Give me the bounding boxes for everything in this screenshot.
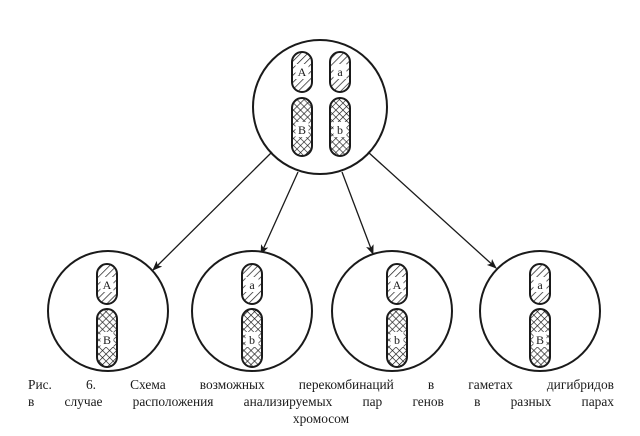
- parent-cell-outline: [252, 39, 388, 175]
- parent-cell: A a B b: [252, 39, 388, 175]
- arrow-to-gamete-4: [367, 151, 497, 269]
- chromosome-large-2: b: [329, 97, 351, 157]
- arrows: [152, 151, 497, 271]
- chromosome-small-2: a: [329, 51, 351, 93]
- chromosome-large: b: [241, 308, 263, 368]
- arrow-to-gamete-1: [152, 151, 273, 271]
- gene-label: B: [298, 123, 306, 137]
- gene-label: A: [298, 65, 307, 79]
- gene-label: b: [337, 123, 343, 137]
- gamete-cell-4: a B: [479, 250, 601, 372]
- chromosome-small: a: [529, 263, 551, 305]
- chromosome-large-1: B: [291, 97, 313, 157]
- gene-label: A: [103, 278, 112, 292]
- gamete-cell-3: A b: [331, 250, 453, 372]
- chromosome-large: B: [529, 308, 551, 368]
- chromosome-small: A: [96, 263, 118, 305]
- gene-label: a: [249, 278, 255, 292]
- gene-label: a: [337, 65, 343, 79]
- gene-label: A: [393, 278, 402, 292]
- gene-label: b: [394, 333, 400, 347]
- gene-label: b: [249, 333, 255, 347]
- gamete-cell-1: A B: [47, 250, 169, 372]
- gamete-cell-2: a b: [191, 250, 313, 372]
- figure-caption: Рис. 6. Схема возможных перекомбинаций в…: [28, 376, 614, 427]
- chromosome-small-1: A: [291, 51, 313, 93]
- gene-label: B: [536, 333, 544, 347]
- chromosome-small: a: [241, 263, 263, 305]
- gene-label: B: [103, 333, 111, 347]
- caption-line-2: в случае расположения анализируемых пар …: [28, 394, 614, 409]
- chromosome-large: B: [96, 308, 118, 368]
- gene-label: a: [537, 278, 543, 292]
- chromosome-small: A: [386, 263, 408, 305]
- chromosome-large: b: [386, 308, 408, 368]
- arrow-to-gamete-2: [260, 171, 299, 255]
- arrow-to-gamete-3: [341, 171, 374, 255]
- caption-line-3: хромосом: [292, 411, 350, 426]
- caption-line-1: Рис. 6. Схема возможных перекомбинаций в…: [28, 377, 614, 392]
